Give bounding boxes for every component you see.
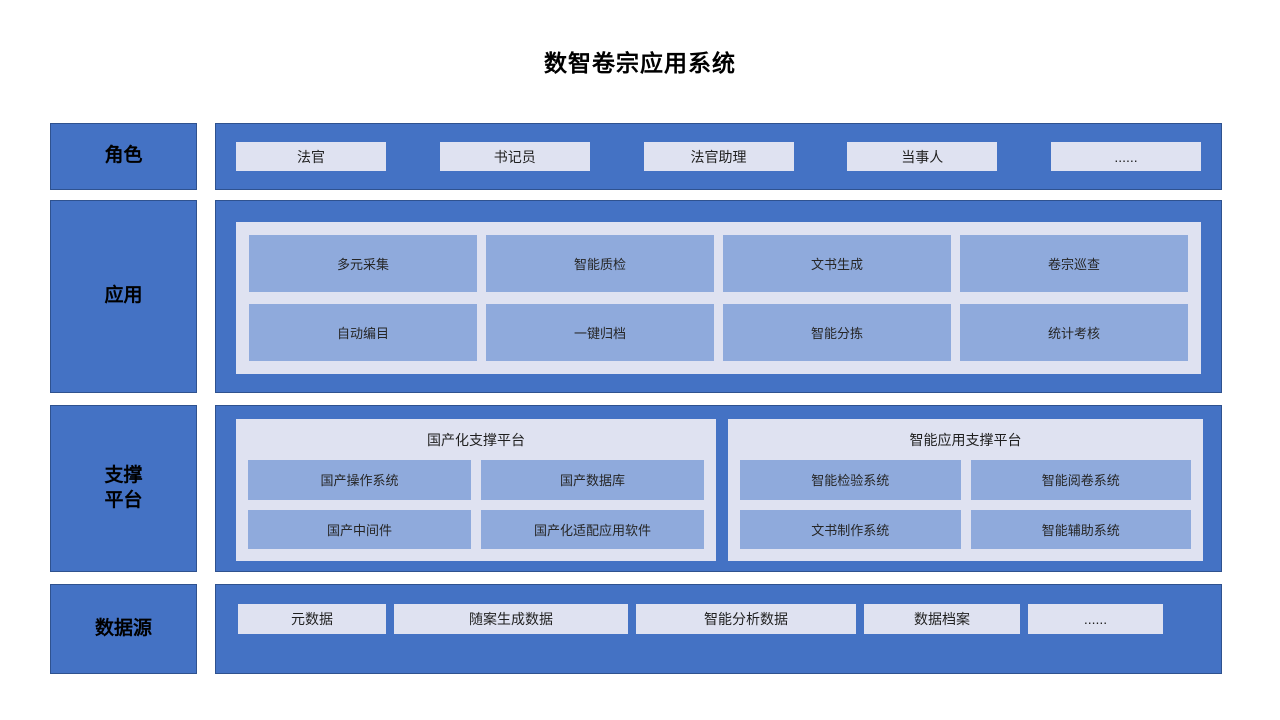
- app-cell-smart-qc: 智能质检: [486, 235, 714, 292]
- app-cell-statistics-assessment: 统计考核: [960, 304, 1188, 361]
- platform-cell-doc-production-system: 文书制作系统: [740, 509, 961, 549]
- app-cell-auto-cataloging: 自动编目: [249, 304, 477, 361]
- data-item-more: ......: [1028, 604, 1163, 634]
- role-item-more: ......: [1051, 142, 1201, 171]
- row-label-support-platform: 支撑 平台: [50, 405, 197, 572]
- data-item-data-archives: 数据档案: [864, 604, 1020, 634]
- platform-cell-domestic-adapted-software: 国产化适配应用软件: [481, 509, 704, 549]
- intelligent-platform-grid: 智能检验系统 智能阅卷系统 文书制作系统 智能辅助系统: [740, 460, 1191, 549]
- app-cell-file-inspection: 卷宗巡查: [960, 235, 1188, 292]
- intelligent-platform-title: 智能应用支撑平台: [909, 431, 1022, 448]
- intelligent-platform-panel: 智能应用支撑平台 智能检验系统 智能阅卷系统 文书制作系统 智能辅助系统: [728, 419, 1203, 561]
- domestic-platform-title: 国产化支撑平台: [427, 431, 525, 448]
- platform-cell-domestic-os: 国产操作系统: [248, 460, 471, 500]
- roles-container: 法官 书记员 法官助理 当事人 ......: [215, 123, 1222, 190]
- data-item-smart-analysis-data: 智能分析数据: [636, 604, 856, 634]
- role-item-judge-assistant: 法官助理: [643, 142, 794, 171]
- row-label-roles-text: 角色: [104, 145, 143, 167]
- app-cell-smart-sorting: 智能分拣: [723, 304, 951, 361]
- platform-cell-smart-file-reading-system: 智能阅卷系统: [970, 460, 1191, 500]
- page-title: 数智卷宗应用系统: [544, 50, 736, 76]
- row-label-support-platform-text: 支撑 平台: [104, 464, 143, 511]
- domestic-platform-panel: 国产化支撑平台 国产操作系统 国产数据库 国产中间件 国产化适配应用软件: [236, 419, 716, 561]
- app-cell-multi-collection: 多元采集: [249, 235, 477, 292]
- domestic-platform-grid: 国产操作系统 国产数据库 国产中间件 国产化适配应用软件: [248, 460, 704, 549]
- row-label-applications-text: 应用: [104, 285, 143, 307]
- platform-cell-domestic-database: 国产数据库: [481, 460, 704, 500]
- row-label-applications: 应用: [50, 200, 197, 393]
- role-item-judge: 法官: [236, 142, 386, 171]
- row-label-roles: 角色: [50, 123, 197, 190]
- platform-cell-smart-inspection-system: 智能检验系统: [740, 460, 961, 500]
- data-sources-container: 元数据 随案生成数据 智能分析数据 数据档案 ......: [215, 584, 1222, 674]
- applications-container: 多元采集 智能质检 文书生成 卷宗巡查 自动编目 一键归档 智能分拣 统计考核: [215, 200, 1222, 393]
- platform-cell-domestic-middleware: 国产中间件: [248, 509, 471, 549]
- data-item-case-generated-data: 随案生成数据: [394, 604, 628, 634]
- platform-cell-smart-assist-system: 智能辅助系统: [970, 509, 1191, 549]
- support-platform-container: 国产化支撑平台 国产操作系统 国产数据库 国产中间件 国产化适配应用软件 智能应…: [215, 405, 1222, 572]
- data-item-metadata: 元数据: [238, 604, 386, 634]
- row-label-data-sources: 数据源: [50, 584, 197, 674]
- role-item-party: 当事人: [847, 142, 998, 171]
- role-item-clerk: 书记员: [439, 142, 590, 171]
- applications-panel: 多元采集 智能质检 文书生成 卷宗巡查 自动编目 一键归档 智能分拣 统计考核: [236, 222, 1201, 374]
- row-label-data-sources-text: 数据源: [94, 617, 152, 639]
- app-cell-one-click-archiving: 一键归档: [486, 304, 714, 361]
- app-cell-doc-generation: 文书生成: [723, 235, 951, 292]
